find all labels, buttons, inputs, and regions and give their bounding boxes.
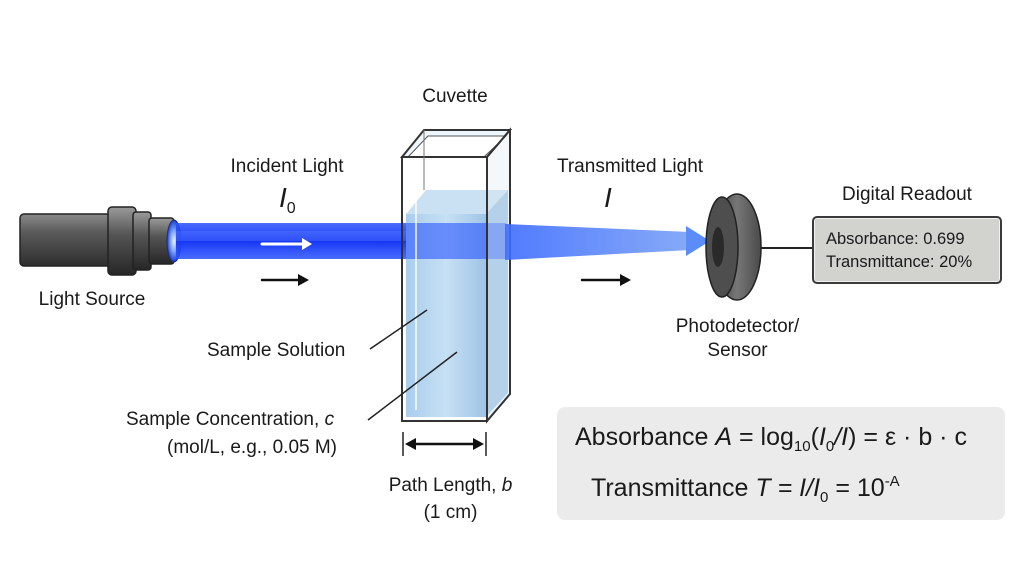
light-source-label: Light Source [38, 289, 146, 310]
absorbance-formula: Absorbance A = log10(I0/I) = ε · b · c [575, 423, 967, 455]
incident-intensity-symbol: I0 [279, 182, 296, 218]
digital-readout-display: Absorbance: 0.699 Transmittance: 20% [812, 216, 1002, 284]
digital-readout-label: Digital Readout [842, 184, 972, 205]
incident-light-label: Incident Light [230, 156, 344, 177]
sample-solution-label: Sample Solution [207, 340, 346, 361]
path-length-label: Path Length, b [388, 475, 513, 496]
sample-units-label: (mol/L, e.g., 0.05 M) [167, 437, 338, 458]
incident-beam [176, 223, 411, 259]
path-length-value: (1 cm) [423, 502, 478, 523]
leader-lines [367, 309, 458, 421]
readout-absorbance: Absorbance: 0.699 [826, 230, 965, 248]
path-length-indicator [402, 432, 487, 456]
photodetector-label-line2: Sensor [707, 340, 768, 361]
sample-concentration-label: Sample Concentration, c [126, 409, 335, 430]
light-source [19, 206, 182, 276]
transmitted-intensity-symbol: I [604, 182, 612, 213]
cuvette-label: Cuvette [422, 86, 488, 107]
transmitted-beam [505, 224, 708, 260]
formula-box: Absorbance A = log10(I0/I) = ε · b · c T… [557, 407, 1005, 520]
transmitted-light-label: Transmitted Light [556, 156, 704, 177]
transmittance-formula: Transmittance T = I/I0 = 10-A [591, 473, 900, 506]
cuvette [399, 127, 513, 424]
readout-transmittance: Transmittance: 20% [826, 253, 973, 271]
photodetector-label-line1: Photodetector/ [675, 316, 800, 337]
photodetector [705, 193, 762, 301]
direction-arrows [260, 238, 631, 286]
